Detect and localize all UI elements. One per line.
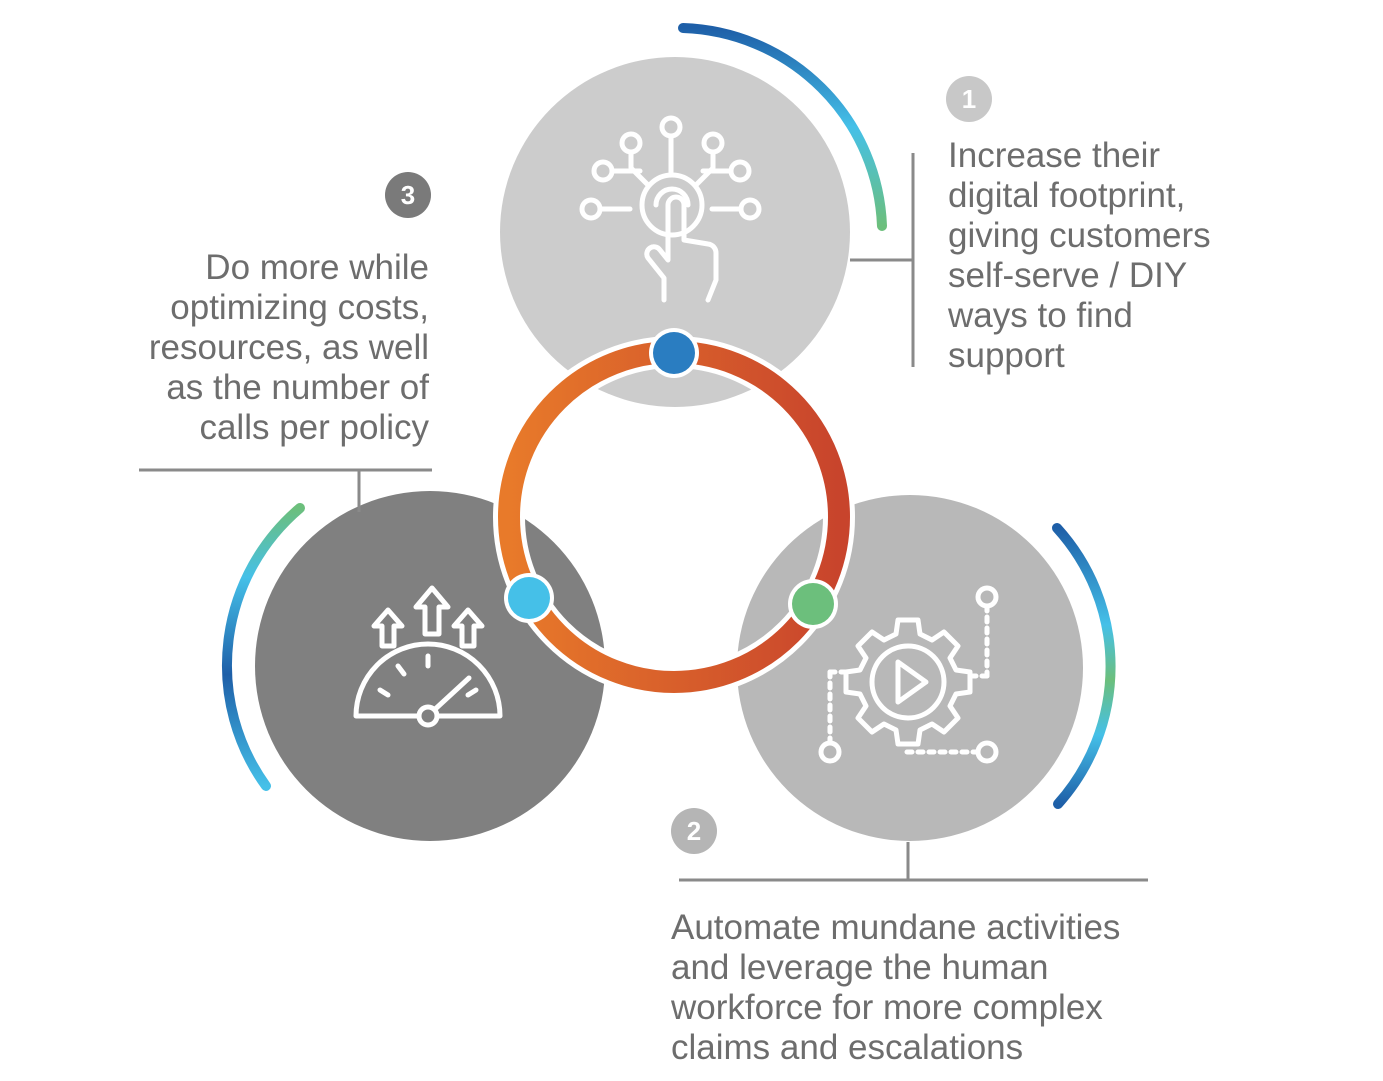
step-1-connector (850, 153, 915, 367)
step-2-connector (679, 842, 1148, 882)
step-1-line: Increase their (948, 136, 1161, 175)
step-1-accent-arc (678, 23, 887, 231)
step-2-line: Automate mundane activities (671, 908, 1121, 947)
step-1-line: ways to find (948, 296, 1133, 335)
step-3-line: as the number of (166, 368, 429, 407)
step-2-description: Automate mundane activities and leverage… (671, 908, 1120, 1068)
speedometer-arrows-icon (353, 585, 503, 728)
step-2-accent-arc (1052, 523, 1116, 809)
step-3-accent-arc (221, 503, 305, 791)
step-1-dot (653, 332, 695, 374)
step-1-number-badge: 1 (946, 76, 992, 122)
step-1-description: Increase their digital footprint, giving… (948, 136, 1211, 376)
step-3-line: calls per policy (199, 408, 429, 447)
step-3-line: resources, as well (148, 328, 429, 367)
gear-play-icon (818, 585, 999, 764)
step-2-line: and leverage the human (671, 948, 1049, 987)
step-3-dot (508, 577, 550, 619)
step-1-line: digital footprint, (948, 176, 1186, 215)
step-1-line: self-serve / DIY (948, 256, 1188, 295)
step-2-dot (792, 583, 834, 625)
step-3-description: Do more while optimizing costs, resource… (149, 248, 429, 448)
step-1-line: support (948, 336, 1065, 375)
step-2-line: claims and escalations (671, 1028, 1024, 1067)
step-3-number-badge: 3 (385, 172, 431, 218)
step-2-line: workforce for more complex (671, 988, 1103, 1027)
step-3-line: Do more while (205, 248, 429, 287)
step-3-line: optimizing costs, (170, 288, 429, 327)
step-2-number-badge: 2 (671, 808, 717, 854)
step-1-line: giving customers (948, 216, 1211, 255)
step-3-connector (139, 468, 432, 512)
touch-network-icon (579, 115, 762, 303)
step-1-circle (500, 57, 850, 407)
